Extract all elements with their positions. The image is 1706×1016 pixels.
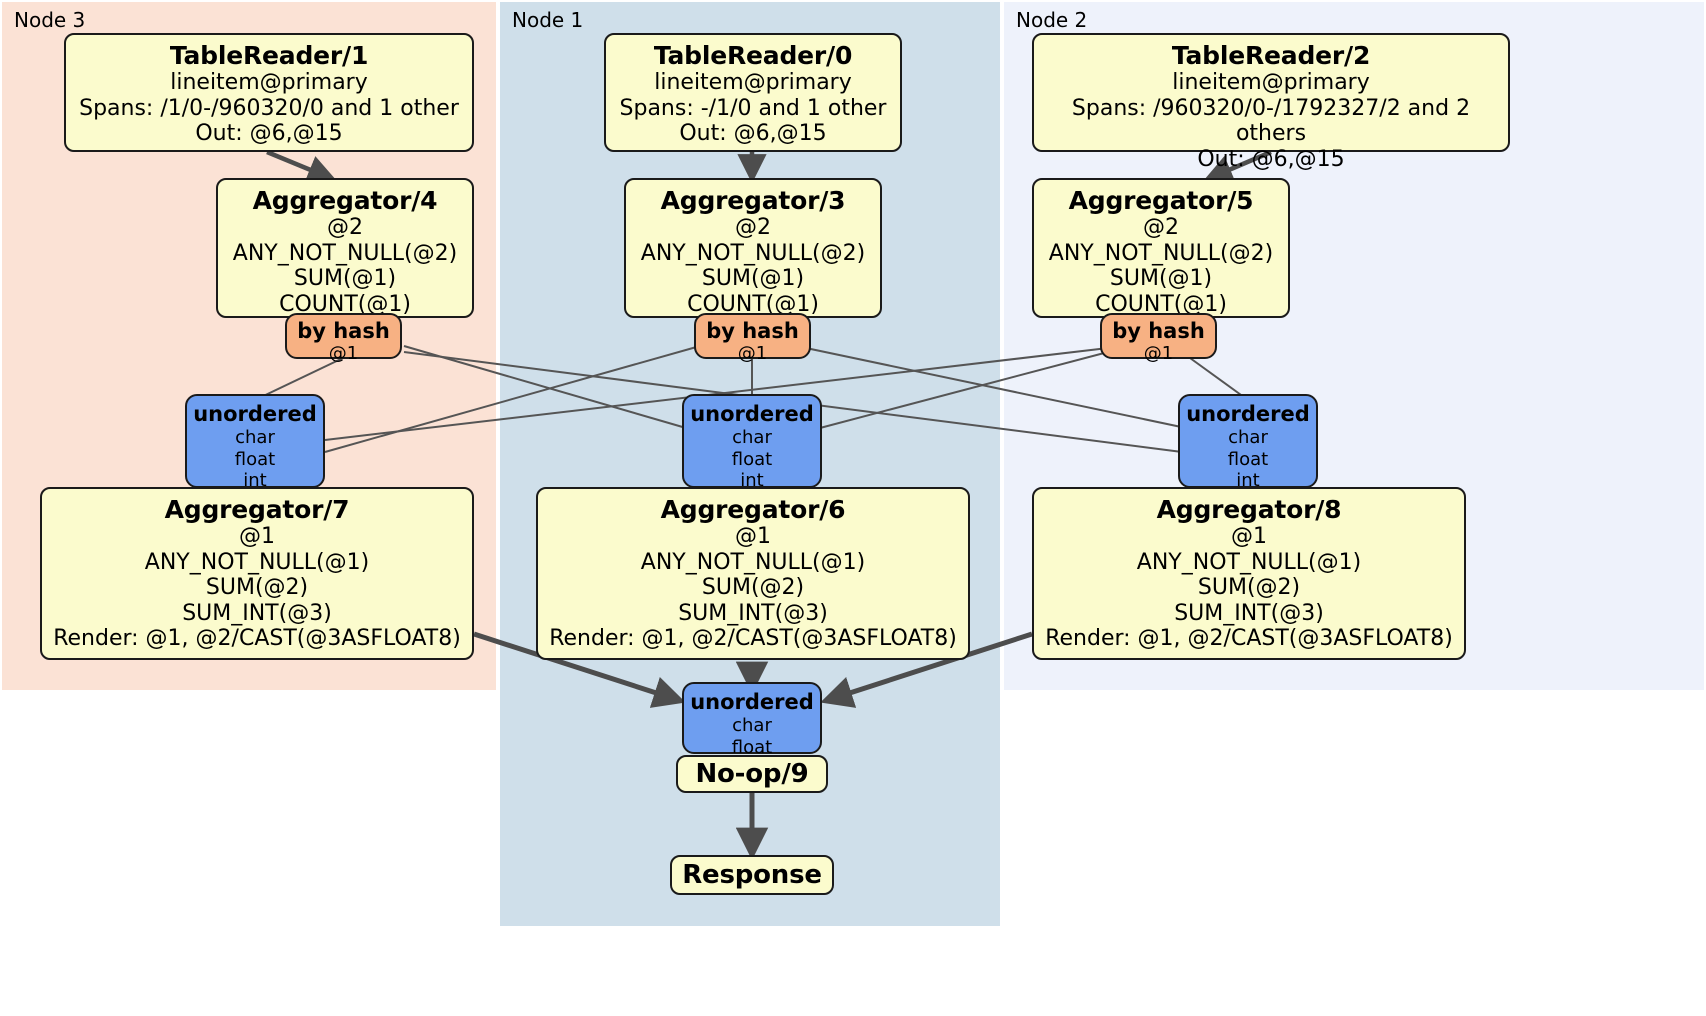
processor-aggregator-5[interactable]: Aggregator/5 @2 ANY_NOT_NULL(@2) SUM(@1)…: [1032, 178, 1290, 318]
router-detail: @1: [737, 342, 768, 364]
processor-title: TableReader/0: [653, 41, 853, 70]
synchronizer-unordered-center[interactable]: unordered char float int: [682, 394, 822, 491]
processor-detail: @1: [1231, 524, 1267, 549]
processor-title: No-op/9: [695, 758, 809, 789]
synchronizer-detail: float: [731, 736, 773, 758]
processor-title: TableReader/1: [169, 41, 369, 70]
synchronizer-title: unordered: [690, 690, 814, 714]
synchronizer-detail: float: [234, 448, 276, 470]
processor-detail: ANY_NOT_NULL(@2): [640, 240, 866, 266]
processor-aggregator-8[interactable]: Aggregator/8 @1 ANY_NOT_NULL(@1) SUM(@2)…: [1032, 487, 1466, 660]
router-detail: @1: [1143, 342, 1174, 364]
synchronizer-detail: int: [243, 470, 267, 492]
processor-title: Aggregator/4: [252, 186, 438, 215]
processor-response[interactable]: Response: [670, 855, 834, 895]
processor-detail: ANY_NOT_NULL(@1): [144, 549, 370, 575]
processor-aggregator-3[interactable]: Aggregator/3 @2 ANY_NOT_NULL(@2) SUM(@1)…: [624, 178, 882, 318]
processor-detail: lineitem@primary: [654, 70, 852, 95]
processor-detail: SUM(@2): [1197, 575, 1301, 601]
processor-detail: ANY_NOT_NULL(@1): [640, 549, 866, 575]
processor-detail: SUM(@1): [1109, 266, 1213, 292]
synchronizer-unordered-final[interactable]: unordered char float: [682, 682, 822, 758]
processor-detail: @1: [735, 524, 771, 549]
node-panel-label-node2: Node 2: [1016, 8, 1088, 32]
processor-detail: Spans: -/1/0 and 1 other: [619, 95, 887, 121]
processor-detail: SUM_INT(@3): [678, 600, 828, 626]
processor-detail: Render: @1, @2/CAST(@3ASFLOAT8): [53, 626, 461, 652]
processor-title: Aggregator/6: [660, 495, 846, 524]
processor-title: Aggregator/3: [660, 186, 846, 215]
processor-title: Aggregator/5: [1068, 186, 1254, 215]
processor-detail: SUM(@2): [701, 575, 805, 601]
processor-title: Aggregator/7: [164, 495, 350, 524]
processor-aggregator-6[interactable]: Aggregator/6 @1 ANY_NOT_NULL(@1) SUM(@2)…: [536, 487, 970, 660]
processor-title: TableReader/2: [1171, 41, 1371, 70]
processor-aggregator-4[interactable]: Aggregator/4 @2 ANY_NOT_NULL(@2) SUM(@1)…: [216, 178, 474, 318]
synchronizer-detail: int: [740, 470, 764, 492]
synchronizer-detail: char: [732, 427, 772, 449]
processor-detail: ANY_NOT_NULL(@1): [1136, 549, 1362, 575]
router-title: by hash: [297, 319, 390, 343]
synchronizer-detail: char: [235, 427, 275, 449]
router-detail: @1: [328, 342, 359, 364]
router-by-hash-left[interactable]: by hash @1: [285, 313, 402, 363]
processor-detail: @2: [1143, 215, 1179, 240]
processor-detail: Render: @1, @2/CAST(@3ASFLOAT8): [1045, 626, 1453, 652]
processor-detail: SUM(@2): [205, 575, 309, 601]
synchronizer-detail: float: [731, 448, 773, 470]
processor-detail: Spans: /1/0-/960320/0 and 1 other: [79, 95, 459, 121]
processor-detail: ANY_NOT_NULL(@2): [232, 240, 458, 266]
router-title: by hash: [1112, 319, 1205, 343]
synchronizer-title: unordered: [690, 402, 814, 426]
synchronizer-title: unordered: [1186, 402, 1310, 426]
synchronizer-unordered-right[interactable]: unordered char float int: [1178, 394, 1318, 491]
processor-detail: @2: [735, 215, 771, 240]
processor-detail: ANY_NOT_NULL(@2): [1048, 240, 1274, 266]
processor-title: Aggregator/8: [1156, 495, 1342, 524]
synchronizer-detail: char: [1228, 427, 1268, 449]
processor-noop-9[interactable]: No-op/9: [676, 755, 828, 793]
synchronizer-detail: char: [732, 715, 772, 737]
processor-detail: COUNT(@1): [1095, 291, 1227, 317]
processor-detail: Render: @1, @2/CAST(@3ASFLOAT8): [549, 626, 957, 652]
processor-title: Response: [682, 859, 822, 890]
processor-detail: @2: [327, 215, 363, 240]
processor-detail: Out: @6,@15: [1197, 146, 1345, 172]
processor-detail: @1: [239, 524, 275, 549]
node-panel-label-node3: Node 3: [14, 8, 86, 32]
processor-detail: SUM_INT(@3): [1174, 600, 1324, 626]
processor-detail: lineitem@primary: [170, 70, 368, 95]
processor-detail: SUM(@1): [293, 266, 397, 292]
node-panel-label-node1: Node 1: [512, 8, 584, 32]
processor-detail: COUNT(@1): [687, 291, 819, 317]
processor-tablereader-2[interactable]: TableReader/2 lineitem@primary Spans: /9…: [1032, 33, 1510, 172]
processor-tablereader-1[interactable]: TableReader/1 lineitem@primary Spans: /1…: [64, 33, 474, 152]
processor-detail: Spans: /960320/0-/1792327/2 and 2 others: [1071, 95, 1471, 147]
processor-aggregator-7[interactable]: Aggregator/7 @1 ANY_NOT_NULL(@1) SUM(@2)…: [40, 487, 474, 660]
router-by-hash-right[interactable]: by hash @1: [1100, 313, 1217, 363]
synchronizer-detail: float: [1227, 448, 1269, 470]
processor-detail: lineitem@primary: [1172, 70, 1370, 95]
processor-detail: SUM_INT(@3): [182, 600, 332, 626]
processor-tablereader-0[interactable]: TableReader/0 lineitem@primary Spans: -/…: [604, 33, 902, 152]
processor-detail: SUM(@1): [701, 266, 805, 292]
synchronizer-unordered-left[interactable]: unordered char float int: [185, 394, 325, 491]
router-by-hash-center[interactable]: by hash @1: [694, 313, 811, 363]
processor-detail: Out: @6,@15: [679, 121, 827, 147]
processor-detail: COUNT(@1): [279, 291, 411, 317]
synchronizer-detail: int: [1236, 470, 1260, 492]
processor-detail: Out: @6,@15: [195, 121, 343, 147]
synchronizer-title: unordered: [193, 402, 317, 426]
router-title: by hash: [706, 319, 799, 343]
